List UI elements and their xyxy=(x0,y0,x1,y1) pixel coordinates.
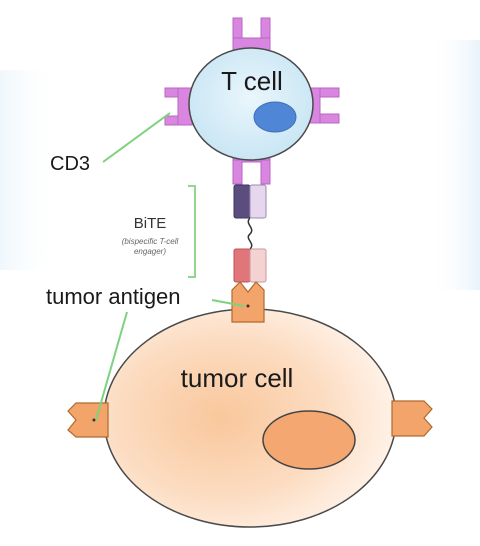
bite-subtitle-line2: engager) xyxy=(134,247,166,256)
tumor-cell-nucleus xyxy=(262,410,356,470)
cd3-leader-line xyxy=(102,112,171,163)
tumor-antigen-right xyxy=(391,400,433,437)
bite-subtitle-line1: (bispecific T-cell xyxy=(122,237,179,246)
bite-molecule xyxy=(233,184,267,283)
cd3-receptor-top xyxy=(232,17,271,53)
bite-domain-light xyxy=(249,184,267,219)
background-glow-left xyxy=(0,70,60,270)
t-cell: T cell xyxy=(164,17,340,185)
bite-label: BiTE xyxy=(134,215,167,232)
t-cell-label: T cell xyxy=(221,66,283,96)
tumor-cell: tumor cell xyxy=(103,308,397,528)
cd3-label: CD3 xyxy=(50,153,90,175)
tumor-antigen-label: tumor antigen xyxy=(46,284,181,309)
background-glow-right xyxy=(430,40,480,290)
cd3-receptor-left xyxy=(164,87,193,126)
antigen-leader-line-left xyxy=(95,311,128,421)
antigen-leader-line-top xyxy=(211,299,245,307)
bite-domain-red xyxy=(233,248,251,283)
t-cell-membrane xyxy=(188,47,314,161)
tumor-cell-label: tumor cell xyxy=(181,363,294,393)
tumor-antigen-left xyxy=(67,402,109,438)
bite-bracket xyxy=(188,185,196,278)
bite-linker xyxy=(247,217,253,250)
bite-domain-pink xyxy=(249,248,267,283)
tumor-antigen-top xyxy=(231,281,265,323)
tumor-cell-membrane xyxy=(103,308,397,528)
t-cell-nucleus xyxy=(253,101,297,133)
bite-domain-dark xyxy=(233,184,251,219)
